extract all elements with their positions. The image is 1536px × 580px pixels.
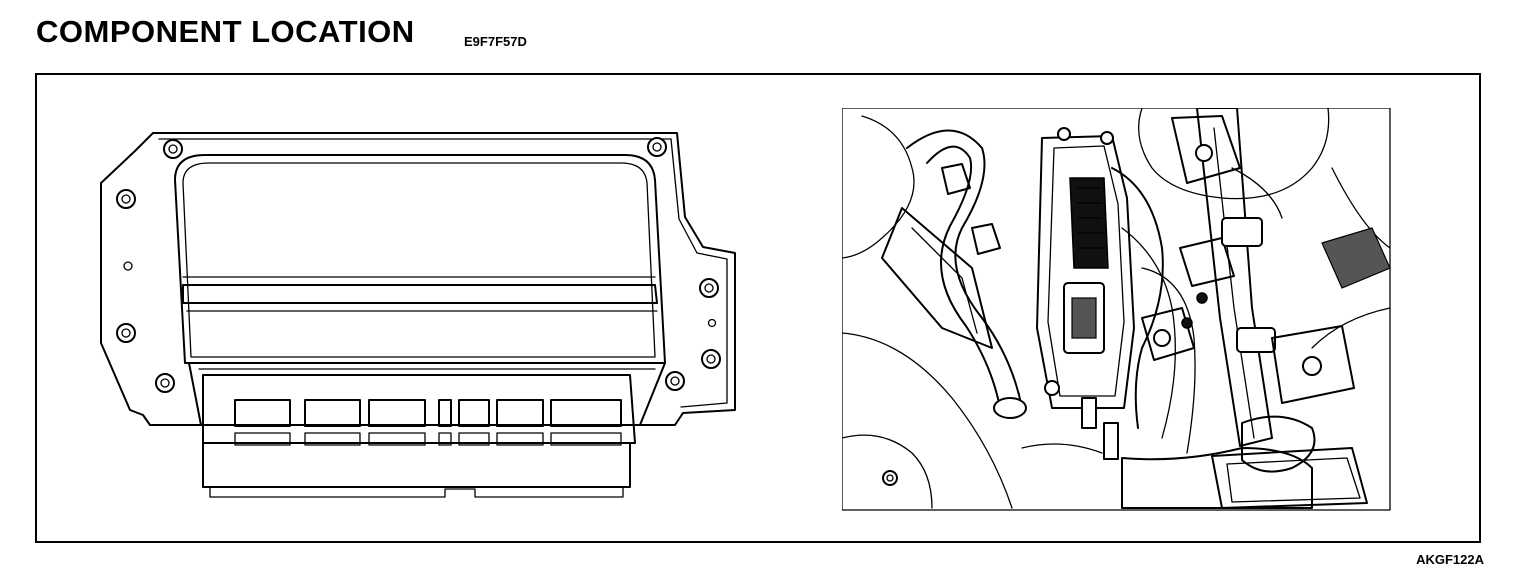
page-title: COMPONENT LOCATION	[36, 14, 415, 49]
engine-bay-location-icon	[842, 108, 1391, 511]
ecu-module-icon	[100, 132, 736, 498]
figure-reference: AKGF122A	[1416, 552, 1484, 567]
section-code: E9F7F57D	[464, 34, 527, 49]
figure-frame	[35, 73, 1481, 543]
